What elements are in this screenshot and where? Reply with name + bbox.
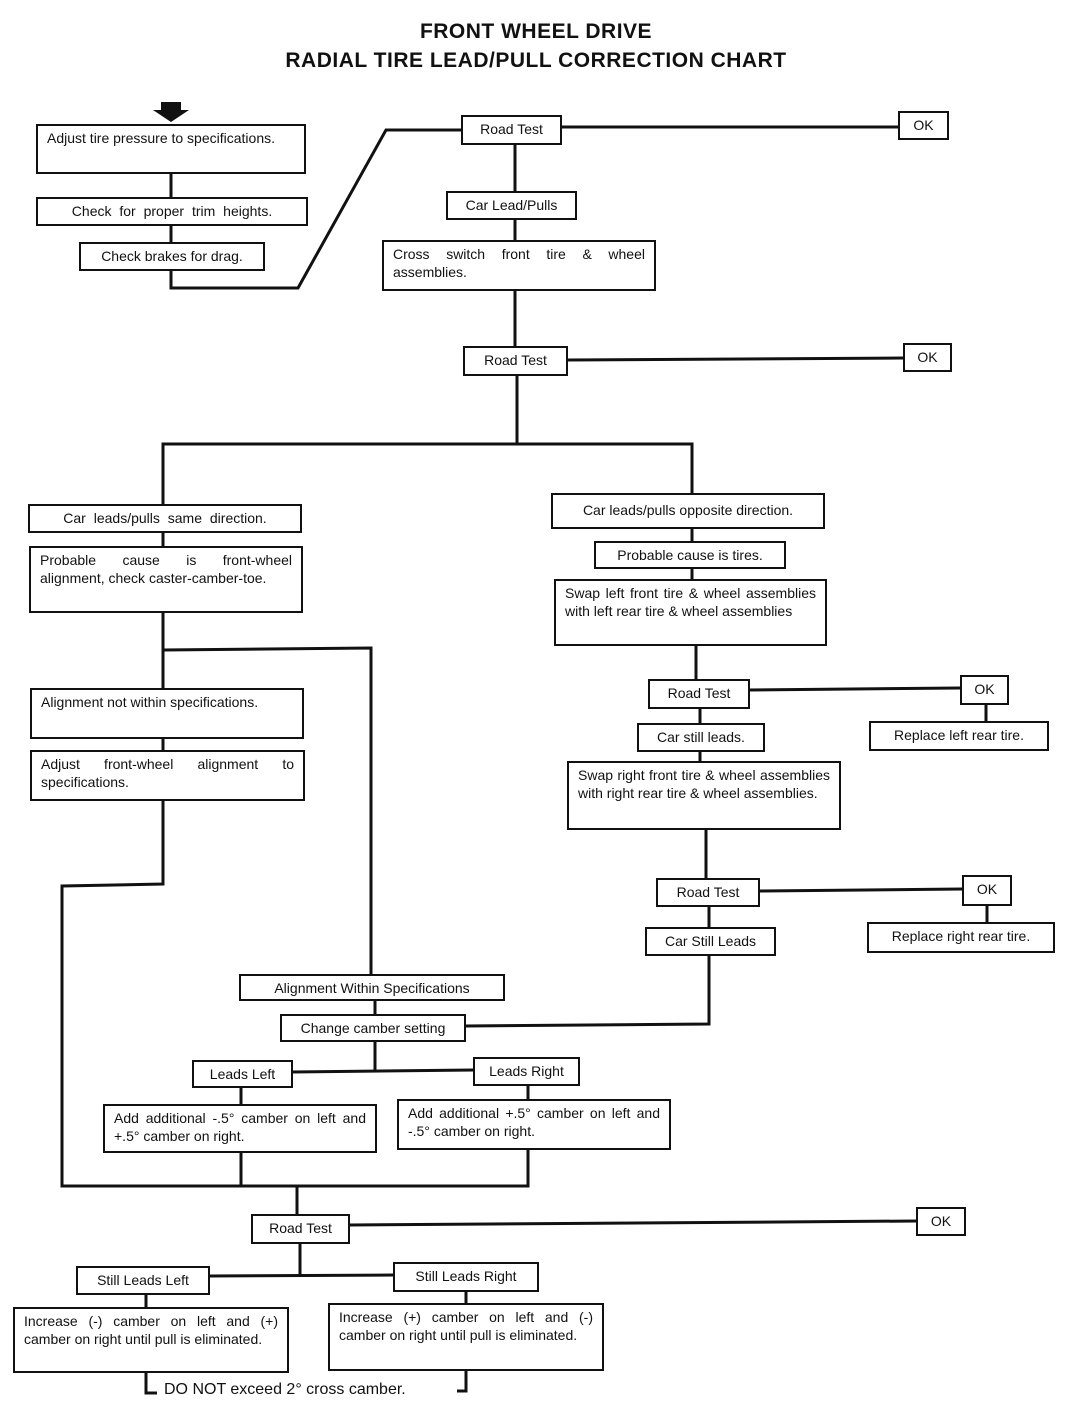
road-test-box-1: Road Test <box>461 115 562 145</box>
check-trim-heights-box: Check for proper trim heights. <box>36 197 308 226</box>
road-test-box-5: Road Test <box>251 1214 350 1244</box>
probable-alignment-box: Probable cause is front-wheel alignment,… <box>29 546 303 613</box>
leads-left-box: Leads Left <box>192 1060 293 1088</box>
cross-switch-box: Cross switch front tire & wheel assembli… <box>382 240 656 291</box>
connector-roadtest2-right <box>517 442 694 493</box>
connector-probable-within <box>162 646 373 974</box>
add-camber-left-box: Add additional -.5° camber on left and +… <box>103 1104 377 1153</box>
replace-left-rear-box: Replace left rear tire. <box>869 721 1049 751</box>
still-leads-left-box: Still Leads Left <box>76 1266 210 1295</box>
car-still-leads-box-2: Car Still Leads <box>645 927 776 956</box>
connector-addright-roadtest5 <box>297 1149 530 1188</box>
chart-title-line-1: FRONT WHEEL DRIVE <box>419 20 653 43</box>
opposite-direction-box: Car leads/pulls opposite direction. <box>551 493 825 529</box>
note-bracket-right <box>457 1371 468 1393</box>
change-camber-box: Change camber setting <box>280 1014 466 1042</box>
adjust-alignment-box: Adjust front-wheel alignment to specific… <box>30 750 305 801</box>
ok-box-3: OK <box>960 675 1009 705</box>
road-test-box-4: Road Test <box>656 878 760 907</box>
leads-right-box: Leads Right <box>473 1057 580 1086</box>
still-leads-right-box: Still Leads Right <box>393 1262 539 1292</box>
connector-stillleft-stillright <box>208 1273 395 1278</box>
adjust-tire-pressure-box: Adjust tire pressure to specifications. <box>36 124 306 174</box>
connector-stillleads-camber <box>464 955 711 1028</box>
increase-left-box: Increase (-) camber on left and (+) camb… <box>13 1307 289 1373</box>
same-direction-box: Car leads/pulls same direction. <box>28 504 302 533</box>
road-test-box-2: Road Test <box>463 346 568 376</box>
connector-roadtest5-ok <box>349 1219 917 1227</box>
add-camber-right-box: Add additional +.5° camber on left and -… <box>397 1099 671 1150</box>
connector-roadtest4-ok <box>759 887 963 893</box>
probable-tires-box: Probable cause is tires. <box>594 541 786 569</box>
note-bracket-left <box>144 1373 157 1395</box>
chart-title-line-2: RADIAL TIRE LEAD/PULL CORRECTION CHART <box>285 49 787 72</box>
replace-right-rear-box: Replace right rear tire. <box>867 922 1055 953</box>
alignment-within-box: Alignment Within Specifications <box>239 974 505 1001</box>
connector-roadtest2-ok <box>567 356 904 362</box>
do-not-exceed-note: DO NOT exceed 2° cross camber. <box>164 1381 406 1398</box>
increase-right-box: Increase (+) camber on left and (-) camb… <box>328 1303 604 1371</box>
swap-right-box: Swap right front tire & wheel assemblies… <box>567 761 841 830</box>
connector-roadtest2-left <box>161 375 519 504</box>
check-brakes-box: Check brakes for drag. <box>79 242 265 271</box>
connector-roadtest3-ok <box>748 686 961 692</box>
start-arrow-icon <box>153 102 189 122</box>
ok-box-2: OK <box>903 343 952 372</box>
connector-leadsleft-leadsright <box>291 1068 475 1074</box>
alignment-not-within-box: Alignment not within specifications. <box>30 688 304 739</box>
ok-box-1: OK <box>898 111 949 140</box>
car-still-leads-box: Car still leads. <box>637 723 765 752</box>
ok-box-5: OK <box>916 1207 966 1236</box>
road-test-box-3: Road Test <box>648 679 750 709</box>
connector-adjust-roadtest5 <box>60 800 297 1188</box>
ok-box-4: OK <box>962 875 1012 906</box>
car-lead-pulls-box: Car Lead/Pulls <box>446 191 577 220</box>
swap-left-box: Swap left front tire & wheel assemblies … <box>554 579 827 646</box>
connector-brakes-roadtest <box>169 128 461 290</box>
